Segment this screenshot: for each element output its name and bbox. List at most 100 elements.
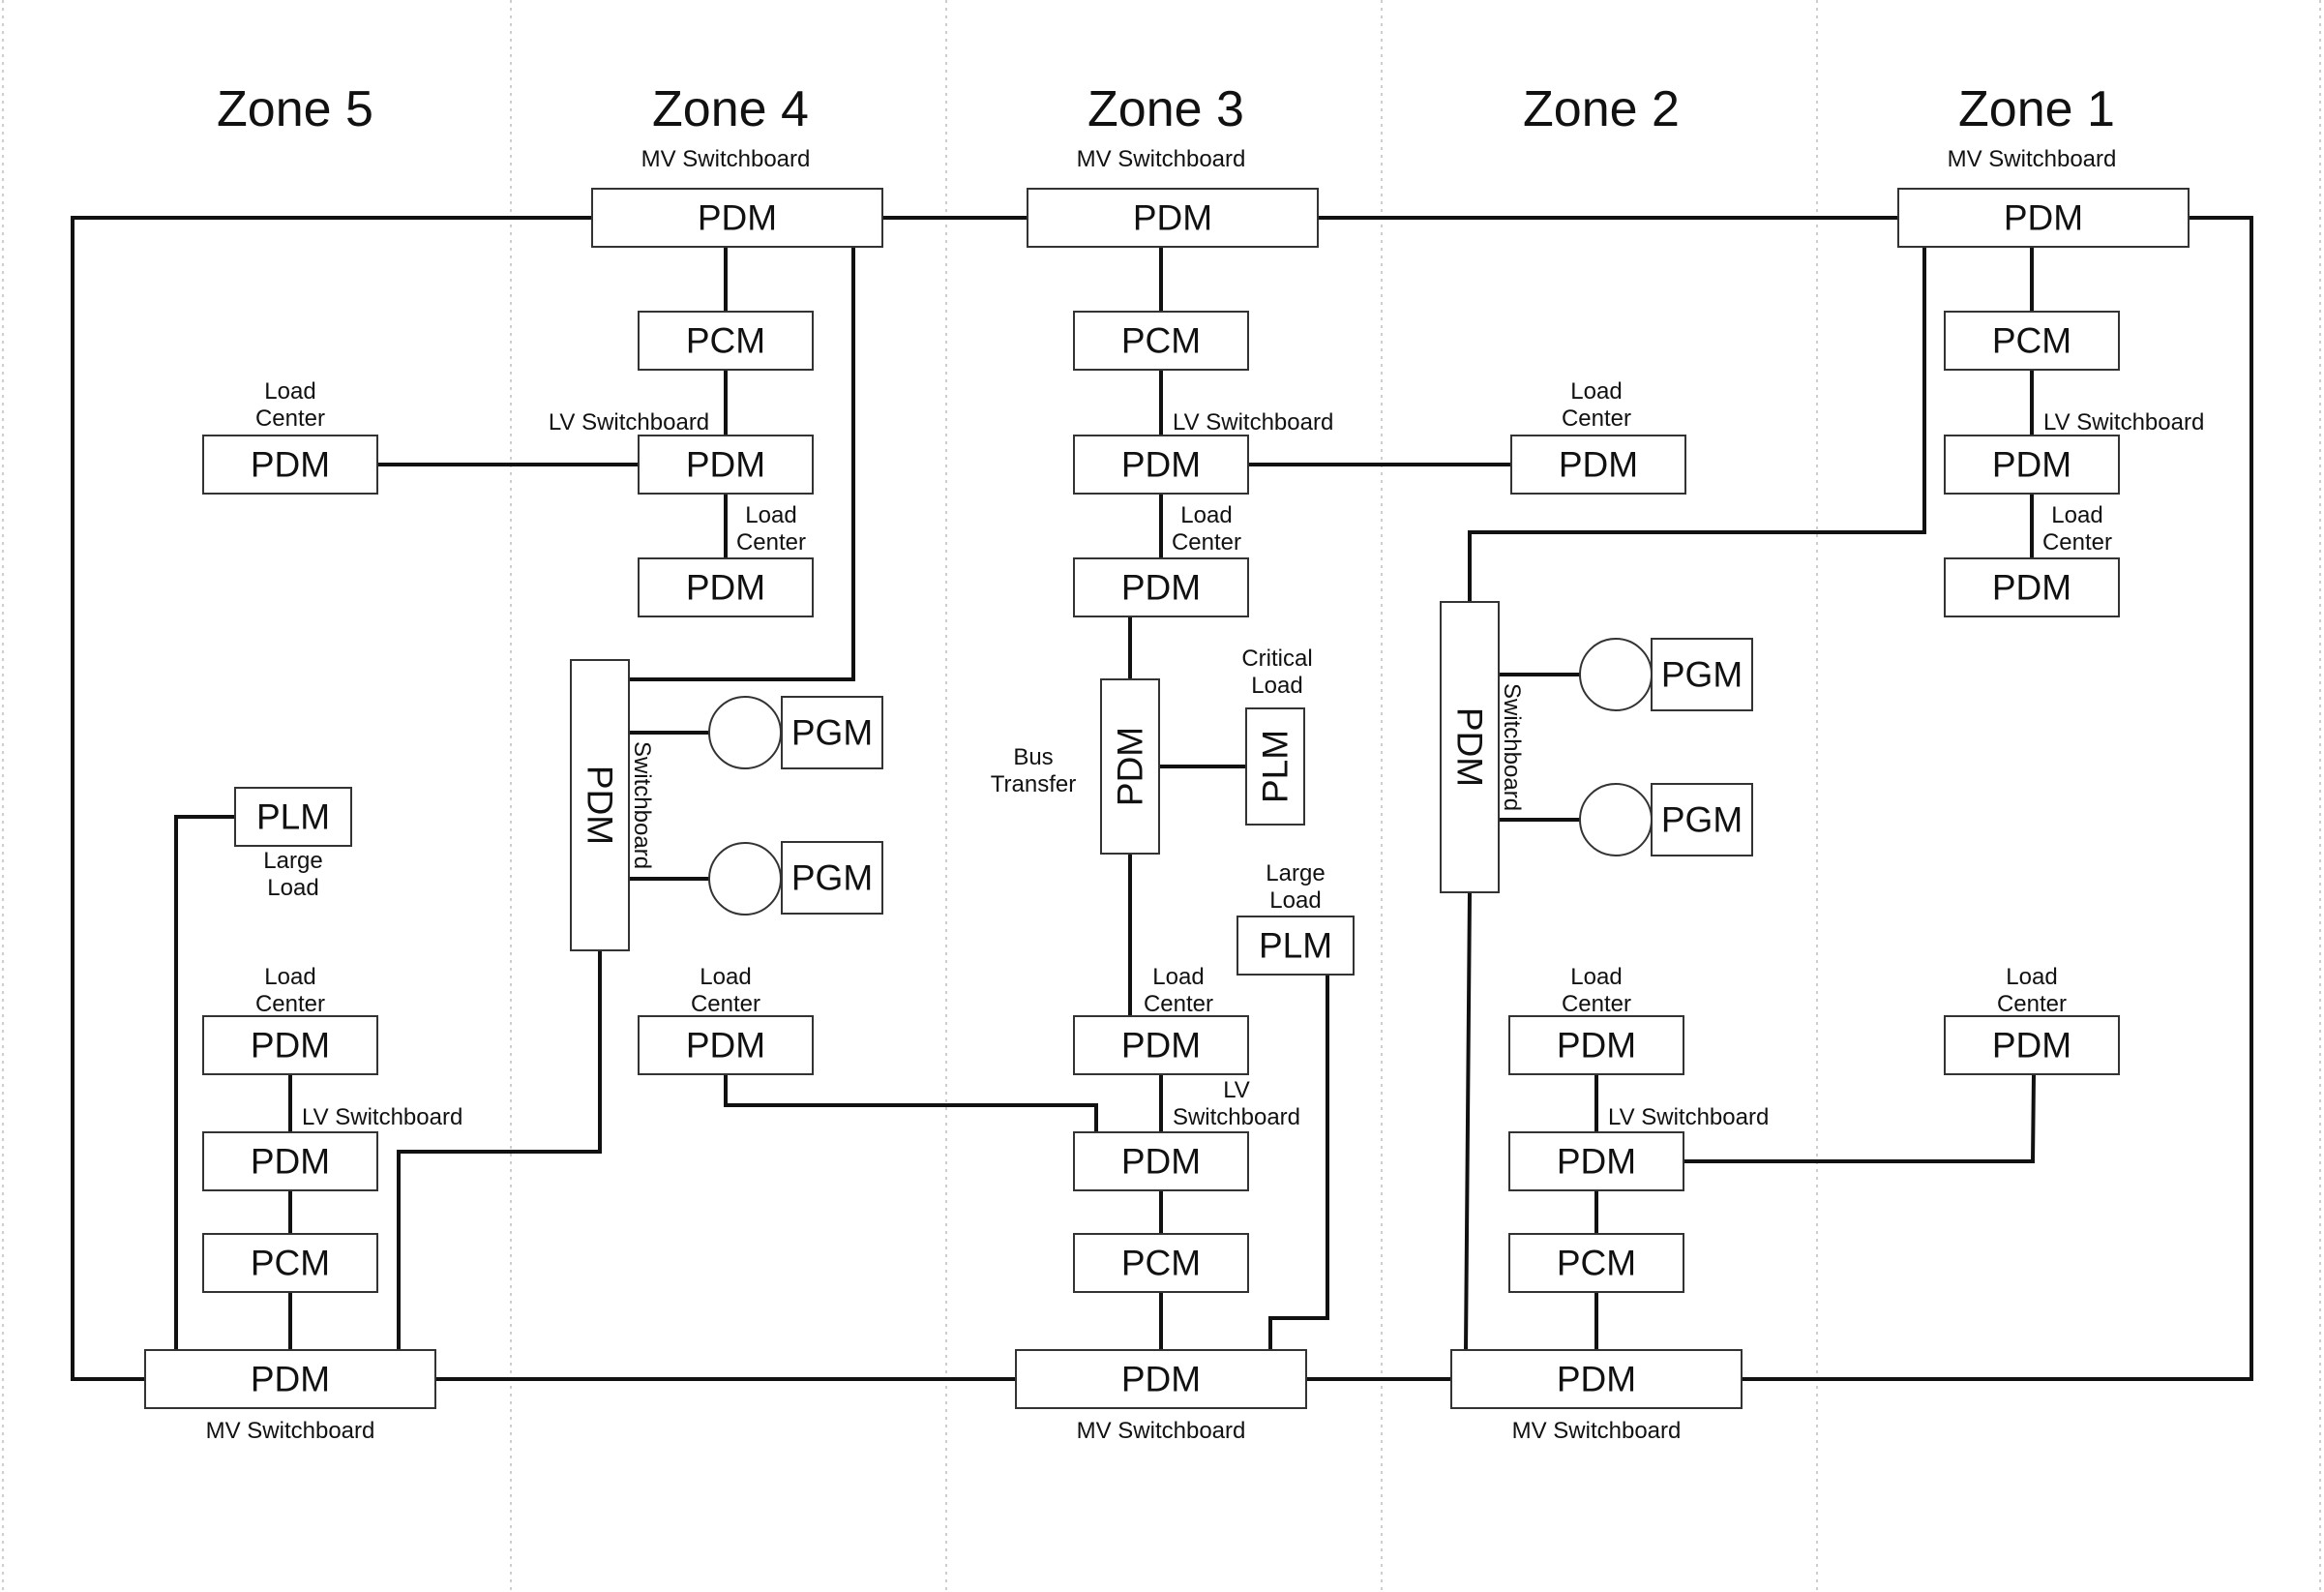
zone-title-1: Zone 1 xyxy=(1958,81,2115,137)
svg-text:PDM: PDM xyxy=(1133,198,1212,238)
zone-2: Load Center PDM PDM Switchboard PGM PGM … xyxy=(1440,378,1769,1444)
z3-lv2-label-lv: LV xyxy=(1223,1077,1250,1103)
z4-pgm2: PGM xyxy=(781,841,883,915)
z3-lc-pdm: PDM xyxy=(1073,557,1249,617)
svg-text:PDM: PDM xyxy=(1557,1026,1636,1066)
svg-text:PDM: PDM xyxy=(1992,1026,2071,1066)
svg-text:PGM: PGM xyxy=(791,858,873,898)
svg-text:PDM: PDM xyxy=(1992,568,2071,608)
z5-mv-pdm: PDM xyxy=(144,1349,436,1409)
ring-top-right xyxy=(1740,216,2253,1381)
svg-text:PLM: PLM xyxy=(256,797,330,837)
z2-lc2-label-center: Center xyxy=(1562,991,1631,1017)
z4-gen1 xyxy=(708,696,782,769)
svg-text:PDM: PDM xyxy=(698,198,777,238)
svg-text:PDM: PDM xyxy=(1121,1360,1201,1399)
z2-pgm1: PGM xyxy=(1651,638,1753,711)
z4-lv-label: LV Switchboard xyxy=(549,409,709,436)
z4-sw-to-z5-mv xyxy=(397,948,602,1352)
z1-mv-to-z2-sw xyxy=(1468,245,1926,604)
z4-gen2 xyxy=(708,842,782,916)
svg-text:PCM: PCM xyxy=(686,321,765,361)
z5-plm: PLM xyxy=(234,787,352,847)
z2-sw-pdm: PDM xyxy=(1440,601,1500,893)
svg-text:PDM: PDM xyxy=(2004,198,2083,238)
svg-text:PDM: PDM xyxy=(581,766,620,845)
svg-text:PDM: PDM xyxy=(1557,1360,1636,1399)
svg-text:PDM: PDM xyxy=(251,1026,330,1066)
svg-text:PDM: PDM xyxy=(251,445,330,485)
z2-mv-pdm: PDM xyxy=(1450,1349,1743,1409)
svg-text:PDM: PDM xyxy=(251,1142,330,1182)
z1-pcm: PCM xyxy=(1944,311,2120,371)
z3-critical-plm: PLM xyxy=(1245,707,1305,826)
svg-text:PDM: PDM xyxy=(686,1026,765,1066)
svg-text:PDM: PDM xyxy=(1121,568,1201,608)
svg-text:PLM: PLM xyxy=(1259,926,1332,966)
z3-lc2-label-center: Center xyxy=(1144,991,1213,1017)
svg-text:PDM: PDM xyxy=(1559,445,1638,485)
z2-pgm2: PGM xyxy=(1651,783,1753,856)
z1-lv-label: LV Switchboard xyxy=(2043,409,2204,436)
z3-mv-label: MV Switchboard xyxy=(1077,146,1246,172)
z3-critical-label-load: Load xyxy=(1251,673,1302,699)
z2-sw-to-mv xyxy=(1463,889,1473,1353)
z1-lc-label-center: Center xyxy=(2042,529,2112,556)
z2-lv-label: LV Switchboard xyxy=(1608,1104,1769,1130)
z5-plm-label-large: Large xyxy=(263,848,322,874)
svg-text:PDM: PDM xyxy=(1111,727,1150,806)
z3-lv2-pdm: PDM xyxy=(1073,1131,1249,1191)
svg-text:PDM: PDM xyxy=(1992,445,2071,485)
z2-lc-pdm: PDM xyxy=(1510,435,1686,495)
z3-plm-label-load: Load xyxy=(1269,887,1321,914)
ring-top-left xyxy=(71,216,594,1381)
z5-pcm: PCM xyxy=(202,1233,378,1293)
z3-lv-pdm: PDM xyxy=(1073,435,1249,495)
z5-lc-label-load: Load xyxy=(264,378,315,405)
z3-pcm2: PCM xyxy=(1073,1233,1249,1293)
zone-5: Load Center PDM PLM Large Load Load Cent… xyxy=(144,378,462,1444)
z3-lc-label-load: Load xyxy=(1180,502,1232,528)
svg-text:PCM: PCM xyxy=(1557,1244,1636,1283)
z2-lc-label-center: Center xyxy=(1562,406,1631,432)
z3-lc2-pdm: PDM xyxy=(1073,1015,1249,1075)
z3-plm-label-large: Large xyxy=(1266,860,1325,886)
z5-lc-pdm: PDM xyxy=(202,435,378,495)
zone-title-3: Zone 3 xyxy=(1088,81,1244,137)
svg-text:PGM: PGM xyxy=(791,713,873,753)
z3-large-plm: PLM xyxy=(1236,916,1355,976)
svg-text:PCM: PCM xyxy=(1992,321,2071,361)
z4-lv-pdm: PDM xyxy=(638,435,814,495)
z3-plm-to-mv xyxy=(1268,973,1329,1352)
z5-plm-label-load: Load xyxy=(267,875,318,901)
svg-text:PDM: PDM xyxy=(686,445,765,485)
svg-text:PDM: PDM xyxy=(686,568,765,608)
z4-mv-pdm: PDM xyxy=(591,188,883,248)
z4-pcm: PCM xyxy=(638,311,814,371)
zone-title-5: Zone 5 xyxy=(217,81,373,137)
z3-mv-pdm: PDM xyxy=(1027,188,1319,248)
z3-critical-label-critical: Critical xyxy=(1241,646,1312,672)
z3-mv2-label: MV Switchboard xyxy=(1077,1418,1246,1444)
zone-titles: Zone 5 Zone 4 Zone 3 Zone 2 Zone 1 xyxy=(217,81,2115,137)
z5-lc2-label-center: Center xyxy=(255,991,325,1017)
z2-lc2-label-load: Load xyxy=(1570,964,1622,990)
z2-gen1 xyxy=(1579,638,1653,711)
z4-lc-to-z3-lv xyxy=(724,1072,1098,1134)
svg-text:PCM: PCM xyxy=(1121,321,1201,361)
z3-pcm: PCM xyxy=(1073,311,1249,371)
z1-mv-label: MV Switchboard xyxy=(1948,146,2117,172)
z5-lv-label: LV Switchboard xyxy=(302,1104,462,1130)
z5-lc-label-center: Center xyxy=(255,406,325,432)
z4-lc2-pdm: PDM xyxy=(638,1015,814,1075)
z1-lv-pdm: PDM xyxy=(1944,435,2120,495)
z5-mv-label: MV Switchboard xyxy=(206,1418,375,1444)
svg-text:PCM: PCM xyxy=(1121,1244,1201,1283)
z2-lv-pdm: PDM xyxy=(1508,1131,1684,1191)
svg-text:PGM: PGM xyxy=(1661,655,1743,695)
zone-3: MV Switchboard PDM PCM LV Switchboard PD… xyxy=(991,146,1355,1444)
z3-bt-label-transfer: Transfer xyxy=(991,771,1076,797)
z4-mv-label: MV Switchboard xyxy=(641,146,811,172)
z2-sw-label: Switchboard xyxy=(1499,683,1525,811)
